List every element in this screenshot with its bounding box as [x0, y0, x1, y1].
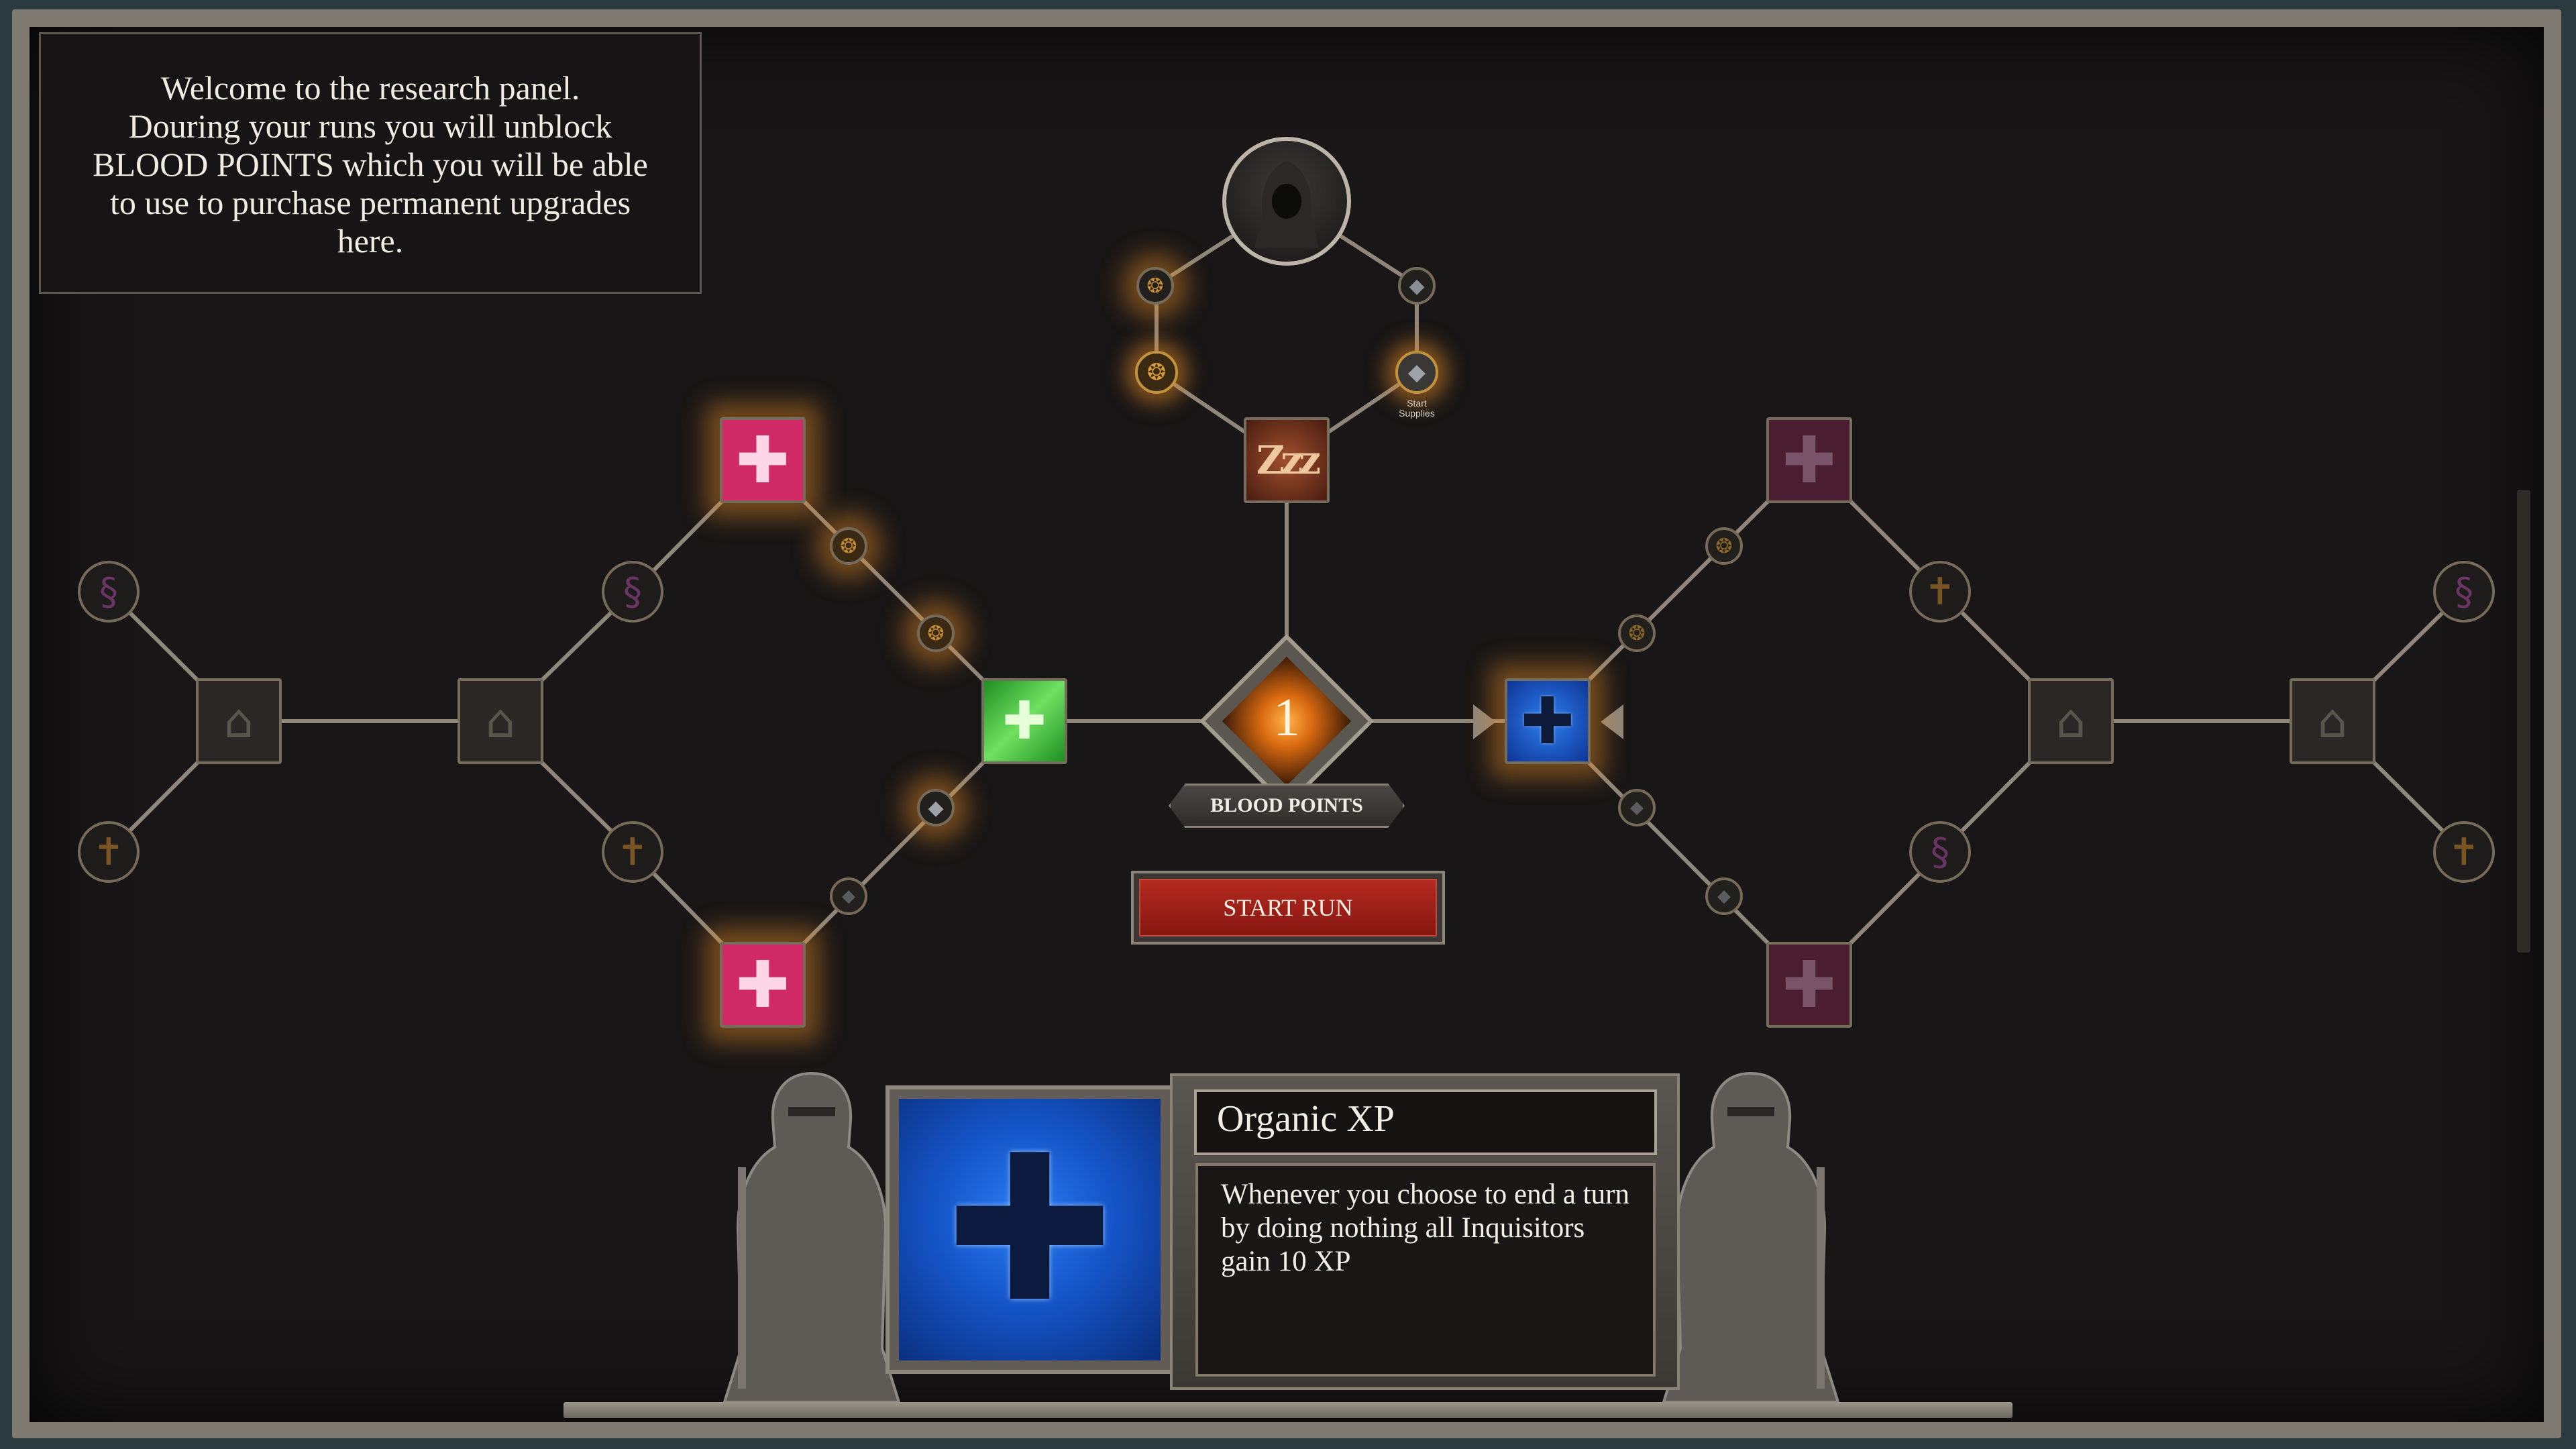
- cross-grave-icon: ✝: [93, 830, 125, 874]
- supplies-node-locked[interactable]: ◆: [1618, 789, 1656, 826]
- tentacle-icon: §: [1931, 830, 1949, 874]
- blue-cross-icon: ✚: [1520, 684, 1575, 759]
- sleep-node[interactable]: Zzz: [1244, 417, 1330, 503]
- supplies-icon: ◆: [1409, 274, 1425, 298]
- arrow-left-marker: [1473, 704, 1496, 739]
- cross-grave-icon: ✝: [2448, 830, 2480, 874]
- welcome-message: Welcome to the research panel. Douring y…: [39, 32, 702, 294]
- welcome-line: Douring your runs you will unblock: [128, 107, 612, 145]
- cross-grave-icon: ✝: [1924, 570, 1956, 614]
- building-node[interactable]: ⌂: [196, 678, 282, 764]
- cross-grave-icon: ✝: [616, 830, 649, 874]
- tentacle-node[interactable]: §: [1909, 821, 1971, 883]
- health-cross-icon: ✚: [1782, 947, 1837, 1022]
- building-icon: ⌂: [485, 694, 516, 749]
- start-supplies-label-line: Start: [1407, 398, 1427, 409]
- coin-node[interactable]: ❂: [1705, 527, 1743, 565]
- start-supplies-label-line: Supplies: [1399, 408, 1435, 419]
- building-node[interactable]: ⌂: [458, 678, 543, 764]
- tentacle-node[interactable]: §: [78, 561, 140, 623]
- supplies-node[interactable]: ◆: [917, 789, 955, 826]
- building-node[interactable]: ⌂: [2290, 678, 2375, 764]
- cross-grave-node[interactable]: ✝: [1909, 561, 1971, 623]
- coin-node[interactable]: ❂: [917, 614, 955, 652]
- green-heal-node[interactable]: ✚: [981, 678, 1067, 764]
- blood-points-emblem: 1: [1199, 633, 1375, 809]
- coin-icon: ❂: [1146, 274, 1164, 298]
- coin-icon: ❂: [1715, 534, 1733, 558]
- blood-points-value: 1: [1273, 688, 1300, 747]
- coin-node[interactable]: ❂: [1136, 267, 1174, 305]
- tentacle-icon: §: [2455, 570, 2473, 614]
- supplies-icon: ◆: [1630, 798, 1644, 818]
- building-icon: ⌂: [223, 694, 254, 749]
- horizontal-scrollbar[interactable]: [564, 1402, 2012, 1418]
- coin-node[interactable]: ❂: [1618, 614, 1656, 652]
- cross-grave-node[interactable]: ✝: [2433, 821, 2495, 883]
- supplies-icon: ◆: [928, 796, 944, 820]
- tentacle-node[interactable]: §: [2433, 561, 2495, 623]
- hooded-figure-icon: [1254, 161, 1319, 248]
- welcome-line: here.: [337, 222, 404, 260]
- green-cross-icon: ✚: [1002, 691, 1046, 751]
- health-node-locked-top[interactable]: ✚: [1766, 417, 1852, 503]
- health-cross-icon: ✚: [735, 947, 790, 1022]
- supplies-node-small[interactable]: ◆: [1398, 267, 1436, 305]
- coin-icon: ❂: [840, 534, 857, 558]
- hooded-figure-node[interactable]: [1222, 137, 1351, 266]
- supplies-node-locked[interactable]: ◆: [830, 877, 867, 915]
- cross-grave-node[interactable]: ✝: [78, 821, 140, 883]
- selected-upgrade-icon: ✚: [899, 1099, 1161, 1360]
- upgrade-description-text: Whenever you choose to end a turn by doi…: [1221, 1179, 1629, 1277]
- tentacle-icon: §: [99, 570, 118, 614]
- coin-icon: ❂: [1628, 621, 1646, 645]
- tentacle-icon: §: [623, 570, 642, 614]
- health-node-top[interactable]: ✚: [720, 417, 806, 503]
- supplies-icon: ◆: [1717, 886, 1731, 906]
- supplies-icon: ◆: [842, 886, 855, 906]
- organic-xp-node[interactable]: ✚: [1505, 678, 1591, 764]
- health-node-bottom[interactable]: ✚: [720, 942, 806, 1028]
- selected-upgrade-icon-frame: ✚: [885, 1085, 1174, 1374]
- welcome-line: BLOOD POINTS which you will be able: [93, 146, 648, 183]
- blood-points-label: BLOOD POINTS: [1169, 784, 1405, 828]
- start-run-button[interactable]: START RUN: [1131, 871, 1445, 945]
- upgrade-name: Organic XP: [1194, 1089, 1657, 1155]
- knight-statue-icon: [722, 1071, 901, 1402]
- upgrade-description: Whenever you choose to end a turn by doi…: [1195, 1163, 1656, 1377]
- health-cross-icon: ✚: [1782, 423, 1837, 498]
- supplies-icon: ◆: [1407, 359, 1426, 386]
- building-icon: ⌂: [2055, 694, 2086, 749]
- building-icon: ⌂: [2317, 694, 2348, 749]
- blue-cross-icon: ✚: [945, 1112, 1114, 1346]
- coin-node[interactable]: ❂: [830, 527, 867, 565]
- welcome-line: to use to purchase permanent upgrades: [109, 184, 631, 221]
- supplies-node-locked[interactable]: ◆: [1705, 877, 1743, 915]
- building-node[interactable]: ⌂: [2028, 678, 2114, 764]
- arrow-right-marker: [1601, 704, 1623, 739]
- knight-statue-icon: [1662, 1071, 1840, 1402]
- vertical-scrollbar[interactable]: [2517, 490, 2530, 953]
- coin-icon: ❂: [927, 621, 945, 645]
- start-run-button-label: START RUN: [1139, 879, 1437, 936]
- start-supplies-node[interactable]: ◆: [1395, 351, 1438, 394]
- cross-grave-node[interactable]: ✝: [602, 821, 663, 883]
- coin-icon: ❂: [1146, 359, 1167, 386]
- tentacle-node[interactable]: §: [602, 561, 663, 623]
- start-supplies-label: Start Supplies: [1381, 398, 1453, 419]
- health-node-locked-bottom[interactable]: ✚: [1766, 942, 1852, 1028]
- health-cross-icon: ✚: [735, 423, 790, 498]
- welcome-line: Welcome to the research panel.: [160, 69, 580, 107]
- sleep-icon: Zzz: [1256, 437, 1321, 483]
- coin-node[interactable]: ❂: [1135, 351, 1178, 394]
